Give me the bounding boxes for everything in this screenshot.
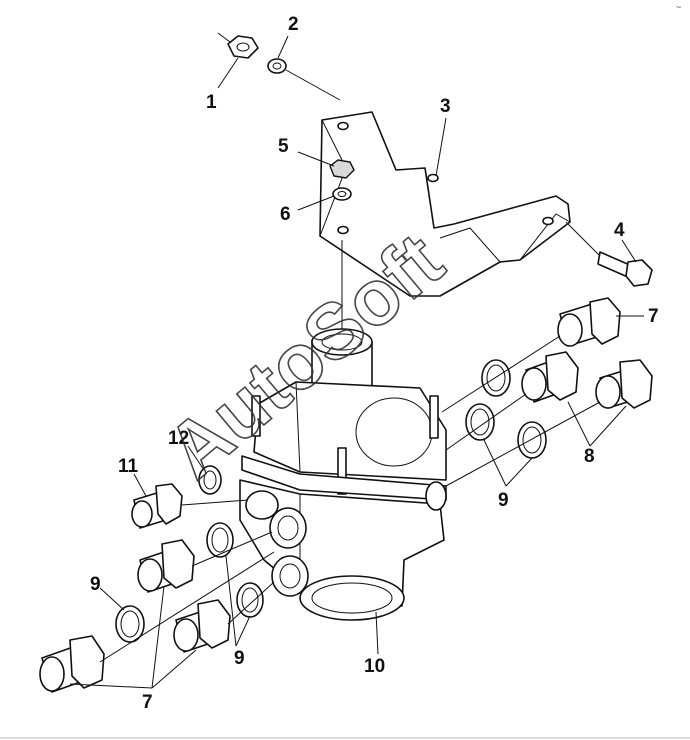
callout-4: 4 xyxy=(614,220,625,241)
fitting-left-low xyxy=(173,599,231,653)
callout-1: 1 xyxy=(206,92,217,113)
callout-5: 5 xyxy=(278,136,289,157)
fitting-left-mid xyxy=(137,539,195,593)
small-nut xyxy=(329,159,355,179)
callout-7-bottom: 7 xyxy=(142,692,153,713)
fitting-left-small xyxy=(131,483,183,529)
fitting-right-mid xyxy=(521,351,579,403)
fitting-right-low xyxy=(595,359,653,409)
corner-mark: ~ xyxy=(676,2,681,12)
callout-10: 10 xyxy=(364,656,385,677)
axis-lines xyxy=(99,335,601,663)
fitting-right-top xyxy=(557,297,621,347)
callouts: 1 2 3 4 5 6 7 8 9 9 9 10 11 12 7 xyxy=(90,14,659,713)
callout-11: 11 xyxy=(118,456,139,477)
callout-6: 6 xyxy=(280,204,291,225)
callout-9-left: 9 xyxy=(90,574,101,595)
callout-leaders xyxy=(69,35,644,689)
callout-12: 12 xyxy=(168,428,189,449)
fitting-left-bottom xyxy=(39,635,105,693)
callout-3: 3 xyxy=(440,96,451,117)
seal-rings xyxy=(115,359,547,643)
callout-7-right: 7 xyxy=(648,306,659,327)
bolt xyxy=(565,221,653,287)
callout-9-bottom: 9 xyxy=(234,648,245,669)
washer xyxy=(267,58,287,74)
small-washer xyxy=(332,187,352,201)
callout-2: 2 xyxy=(288,14,299,35)
nut xyxy=(227,35,259,59)
callout-8: 8 xyxy=(584,446,595,467)
bracket xyxy=(319,111,571,297)
valve-body xyxy=(239,240,447,621)
callout-9-right: 9 xyxy=(498,490,509,511)
